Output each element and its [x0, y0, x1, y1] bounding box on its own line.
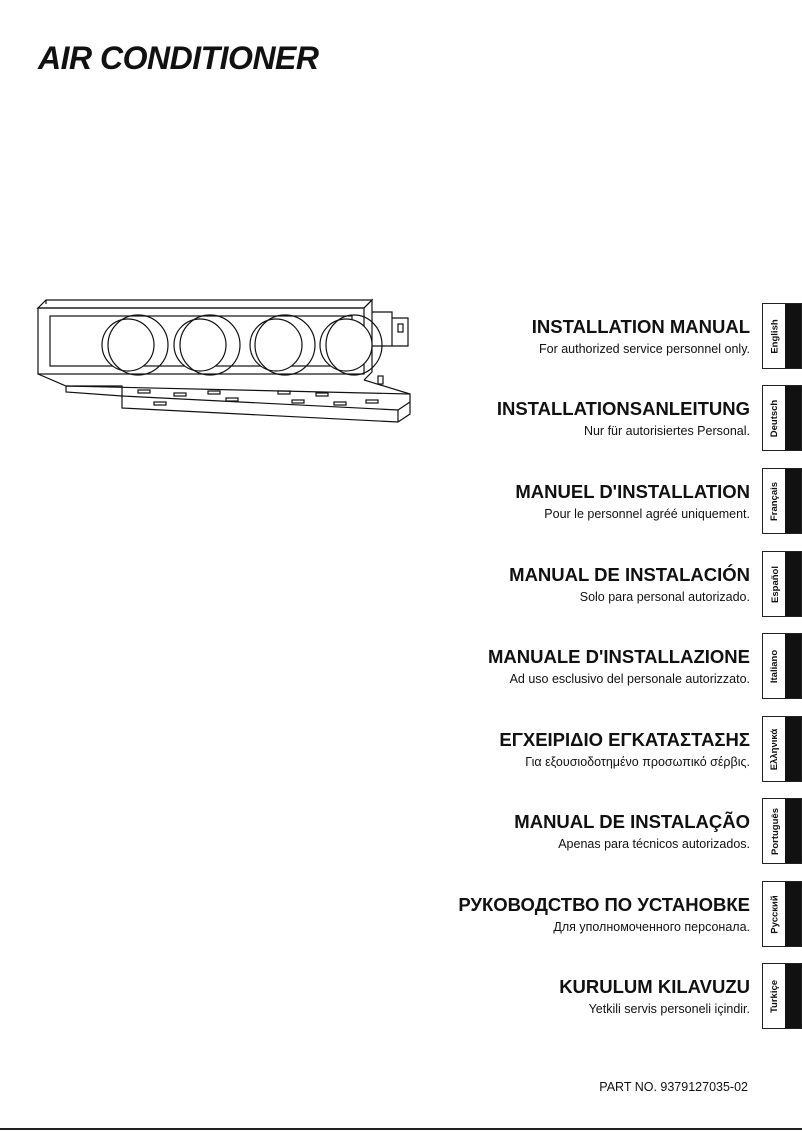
tab-label: Deutsch	[769, 399, 781, 437]
tab-label: Português	[769, 807, 781, 855]
bottom-rule	[0, 1128, 802, 1130]
language-tab-ellinika[interactable]: Ελληνικά	[762, 716, 802, 782]
language-tab-deutsch[interactable]: Deutsch	[762, 385, 802, 451]
section-espanol: MANUAL DE INSTALACIÓN Solo para personal…	[330, 564, 750, 605]
section-deutsch: INSTALLATIONSANLEITUNG Nur für autorisie…	[330, 398, 750, 439]
language-tab-portugues[interactable]: Português	[762, 798, 802, 864]
section-title: MANUAL DE INSTALACIÓN	[509, 564, 750, 585]
tab-label: Ελληνικά	[769, 728, 781, 770]
section-title: ΕΓΧΕΙΡΙΔΙΟ ΕΓΚΑΤΑΣΤΑΣΗΣ	[499, 729, 750, 750]
tab-label: Русский	[769, 894, 781, 934]
document-title: AIR CONDITIONER	[38, 40, 319, 76]
air-conditioner-unit-illustration	[36, 298, 411, 423]
section-ellinika: ΕΓΧΕΙΡΙΔΙΟ ΕΓΚΑΤΑΣΤΑΣΗΣ Για εξουσιοδοτημ…	[330, 729, 750, 770]
section-subtitle: Pour le personnel agréé uniquement.	[544, 507, 750, 521]
section-subtitle: Ad uso esclusivo del personale autorizza…	[509, 672, 750, 686]
section-title: MANUEL D'INSTALLATION	[515, 481, 750, 502]
language-tab-italiano[interactable]: Italiano	[762, 633, 802, 699]
section-turkce: KURULUM KILAVUZU Yetkili servis personel…	[330, 976, 750, 1017]
section-subtitle: Для уполномоченного персонала.	[553, 920, 750, 934]
language-tab-russkiy[interactable]: Русский	[762, 881, 802, 947]
tab-label: Italiano	[769, 649, 781, 683]
section-subtitle: Apenas para técnicos autorizados.	[558, 837, 750, 851]
tab-label: Español	[769, 565, 781, 603]
tab-label: Turkiçe	[769, 979, 781, 1013]
language-tab-espanol[interactable]: Español	[762, 551, 802, 617]
tab-label: English	[769, 318, 781, 354]
section-subtitle: Nur für autorisiertes Personal.	[583, 424, 750, 438]
language-tab-turkce[interactable]: Turkiçe	[762, 963, 802, 1029]
tab-label: Français	[769, 481, 781, 521]
section-italiano: MANUALE D'INSTALLAZIONE Ad uso esclusivo…	[330, 646, 750, 687]
section-portugues: MANUAL DE INSTALAÇÃO Apenas para técnico…	[330, 811, 750, 852]
section-title: INSTALLATIONSANLEITUNG	[496, 398, 750, 419]
section-subtitle: Για εξουσιοδοτημένο προσωπικό σέρβις.	[525, 755, 750, 769]
section-title: MANUALE D'INSTALLAZIONE	[487, 646, 750, 667]
section-title: MANUAL DE INSTALAÇÃO	[514, 811, 750, 832]
section-subtitle: For authorized service personnel only.	[539, 342, 750, 356]
section-francais: MANUEL D'INSTALLATION Pour le personnel …	[330, 481, 750, 522]
section-title: INSTALLATION MANUAL	[531, 316, 750, 337]
language-tab-francais[interactable]: Français	[762, 468, 802, 534]
section-subtitle: Solo para personal autorizado.	[579, 590, 750, 604]
section-subtitle: Yetkili servis personeli içindir.	[588, 1002, 750, 1016]
section-russkiy: РУКОВОДСТВО ПО УСТАНОВКЕ Для уполномочен…	[330, 894, 750, 935]
section-title: KURULUM KILAVUZU	[559, 976, 750, 997]
language-tab-english[interactable]: English	[762, 303, 802, 369]
section-english: INSTALLATION MANUAL For authorized servi…	[330, 316, 750, 357]
section-title: РУКОВОДСТВО ПО УСТАНОВКЕ	[458, 894, 750, 915]
part-number: PART NO. 9379127035-02	[599, 1080, 748, 1094]
